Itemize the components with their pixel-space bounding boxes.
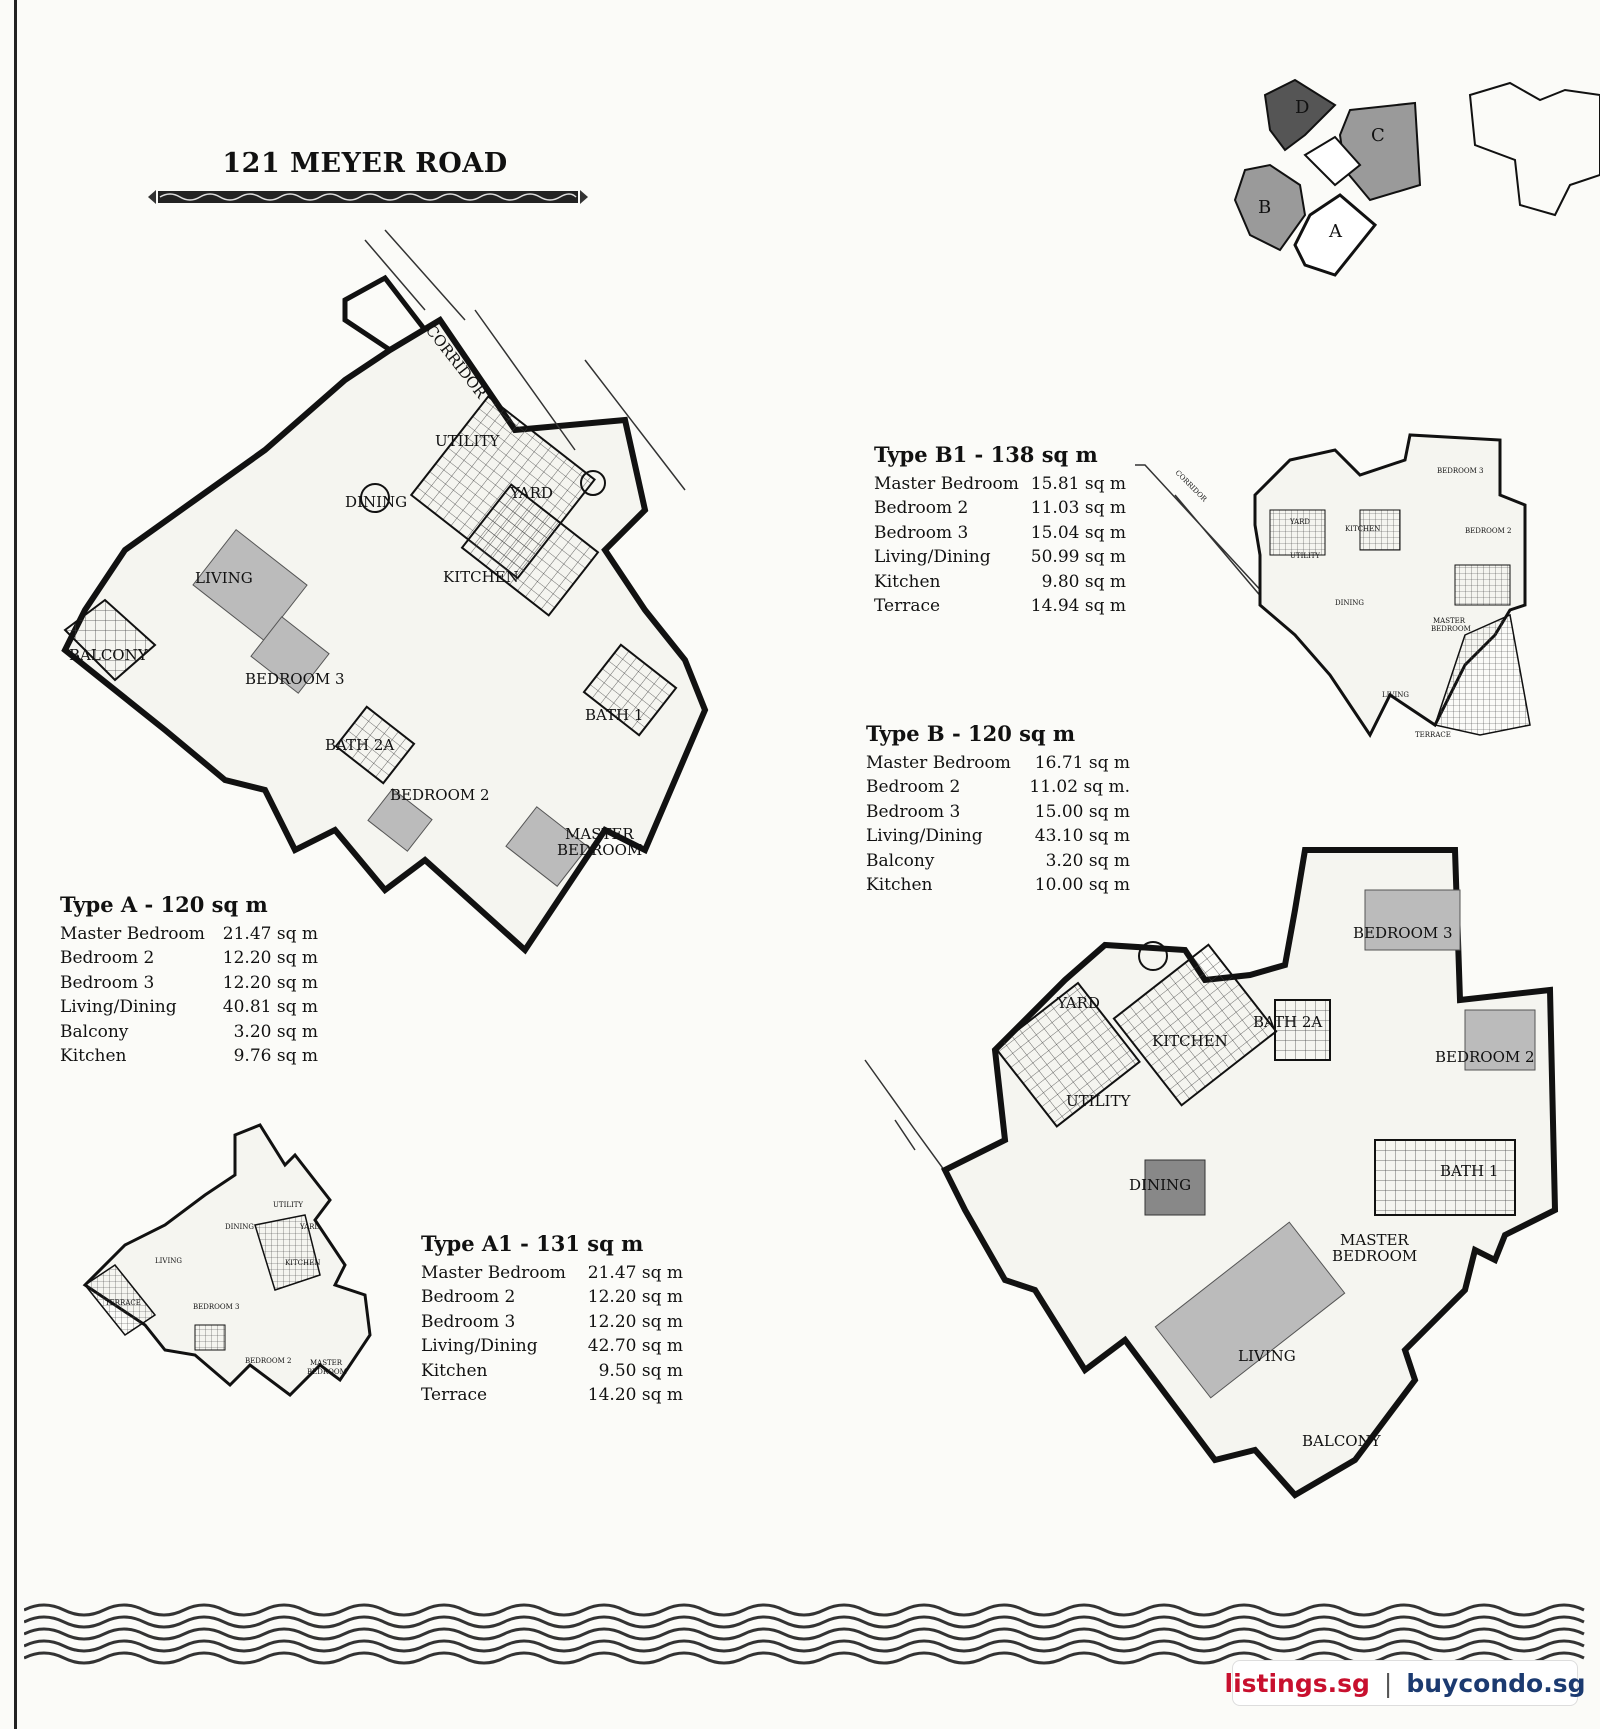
floor-plan-type-a: CORRIDOR UTILITY YARD DINING KITCHEN LIV… bbox=[61, 229, 709, 955]
watermark-listings-sg: listings.sg bbox=[1224, 1668, 1370, 1698]
site-watermark: listings.sg | buycondo.sg bbox=[1225, 1660, 1585, 1706]
plan-a1-yard-label: YARD bbox=[299, 1223, 320, 1231]
plan-a1-master-label-2: BEDROOM bbox=[307, 1368, 347, 1376]
plan-b-yard-label: YARD bbox=[1056, 994, 1100, 1012]
plan-b1-master-label-1: MASTER bbox=[1433, 617, 1466, 625]
plan-a1-bedroom2-label: BEDROOM 2 bbox=[245, 1357, 291, 1365]
spec-heading-type-b: Type B - 120 sq m bbox=[866, 721, 1076, 746]
plan-b1-kitchen-label: KITCHEN bbox=[1345, 525, 1380, 533]
plan-b1-utility-label: UTILITY bbox=[1290, 552, 1320, 560]
floor-plan-type-b1: CORRIDOR BEDROOM 3 YARD KITCHEN BEDROOM … bbox=[1135, 433, 1531, 739]
plan-b1-bedroom2-label: BEDROOM 2 bbox=[1465, 527, 1511, 535]
plan-a1-dining-label: DINING bbox=[225, 1223, 254, 1231]
plan-b1-yard-label: YARD bbox=[1289, 518, 1310, 526]
plan-a-master-label-2: BEDROOM bbox=[557, 841, 642, 859]
plan-a1-master-label-1: MASTER bbox=[310, 1359, 343, 1367]
plan-a-living-label: LIVING bbox=[195, 569, 253, 587]
spec-heading-type-a: Type A - 120 sq m bbox=[60, 892, 268, 917]
plan-a-yard-label: YARD bbox=[509, 484, 553, 502]
spec-heading-type-a1: Type A1 - 131 sq m bbox=[421, 1231, 644, 1256]
key-plan-block-b: B bbox=[1258, 197, 1271, 218]
watermark-separator: | bbox=[1383, 1668, 1393, 1698]
plan-a-balcony-label: BALCONY bbox=[69, 646, 149, 664]
page-spine-line bbox=[14, 0, 17, 1729]
plan-b-utility-label: UTILITY bbox=[1066, 1092, 1131, 1110]
site-key-plan: D C B A bbox=[1233, 78, 1600, 277]
plan-b1-living-label: LIVING bbox=[1382, 691, 1409, 699]
plan-a-utility-label: UTILITY bbox=[435, 432, 500, 450]
plan-a-dining-label: DINING bbox=[345, 493, 407, 511]
plan-a-bath2a-label: BATH 2A bbox=[325, 736, 394, 754]
key-plan-block-a: A bbox=[1328, 221, 1343, 242]
key-plan-block-d: D bbox=[1295, 97, 1309, 118]
plan-b1-terrace-label: TERRACE bbox=[1415, 731, 1451, 739]
plan-a1-utility-label: UTILITY bbox=[273, 1201, 303, 1209]
plan-a1-terrace-label: TERRACE bbox=[105, 1299, 141, 1307]
plan-b-master-label-1: MASTER bbox=[1340, 1231, 1409, 1249]
plan-b-master-label-2: BEDROOM bbox=[1332, 1247, 1417, 1265]
plan-b-bath1-label: BATH 1 bbox=[1440, 1162, 1498, 1180]
plan-b1-bedroom3-label: BEDROOM 3 bbox=[1437, 467, 1483, 475]
spec-heading-type-b1: Type B1 - 138 sq m bbox=[874, 442, 1098, 467]
plan-a1-kitchen-label: KITCHEN bbox=[285, 1259, 320, 1267]
plan-a-kitchen-label: KITCHEN bbox=[443, 568, 519, 586]
plan-a-bedroom2-label: BEDROOM 2 bbox=[390, 786, 490, 804]
plan-b-kitchen-label: KITCHEN bbox=[1152, 1032, 1228, 1050]
plan-a-bedroom3-label: BEDROOM 3 bbox=[245, 670, 345, 688]
plan-b-bath2a-label: BATH 2A bbox=[1253, 1013, 1322, 1031]
plan-a-bath1-label: BATH 1 bbox=[585, 706, 643, 724]
title-ornament-banner bbox=[148, 190, 588, 204]
plan-b-bedroom3-label: BEDROOM 3 bbox=[1353, 924, 1453, 942]
plan-a1-living-label: LIVING bbox=[155, 1257, 182, 1265]
plan-b-balcony-label: BALCONY bbox=[1302, 1432, 1382, 1450]
plan-b-living-label: LIVING bbox=[1238, 1347, 1296, 1365]
key-plan-block-c: C bbox=[1371, 125, 1385, 146]
plan-b-dining-label: DINING bbox=[1129, 1176, 1191, 1194]
floor-plan-type-b: BEDROOM 3 YARD KITCHEN BATH 2A BEDROOM 2… bbox=[864, 847, 1559, 1499]
plan-a-master-label-1: MASTER bbox=[565, 825, 634, 843]
plan-b1-master-label-2: BEDROOM bbox=[1431, 625, 1471, 633]
plan-b1-dining-label: DINING bbox=[1335, 599, 1364, 607]
plan-b-bedroom2-label: BEDROOM 2 bbox=[1435, 1048, 1535, 1066]
decorative-wave-band bbox=[24, 1603, 1585, 1665]
plan-a1-bedroom3-label: BEDROOM 3 bbox=[193, 1303, 239, 1311]
watermark-buycondo-sg: buycondo.sg bbox=[1406, 1668, 1586, 1698]
floor-plan-type-a1: UTILITY DINING YARD LIVING KITCHEN TERRA… bbox=[82, 1123, 372, 1397]
page-title: 121 MEYER ROAD bbox=[222, 148, 508, 179]
